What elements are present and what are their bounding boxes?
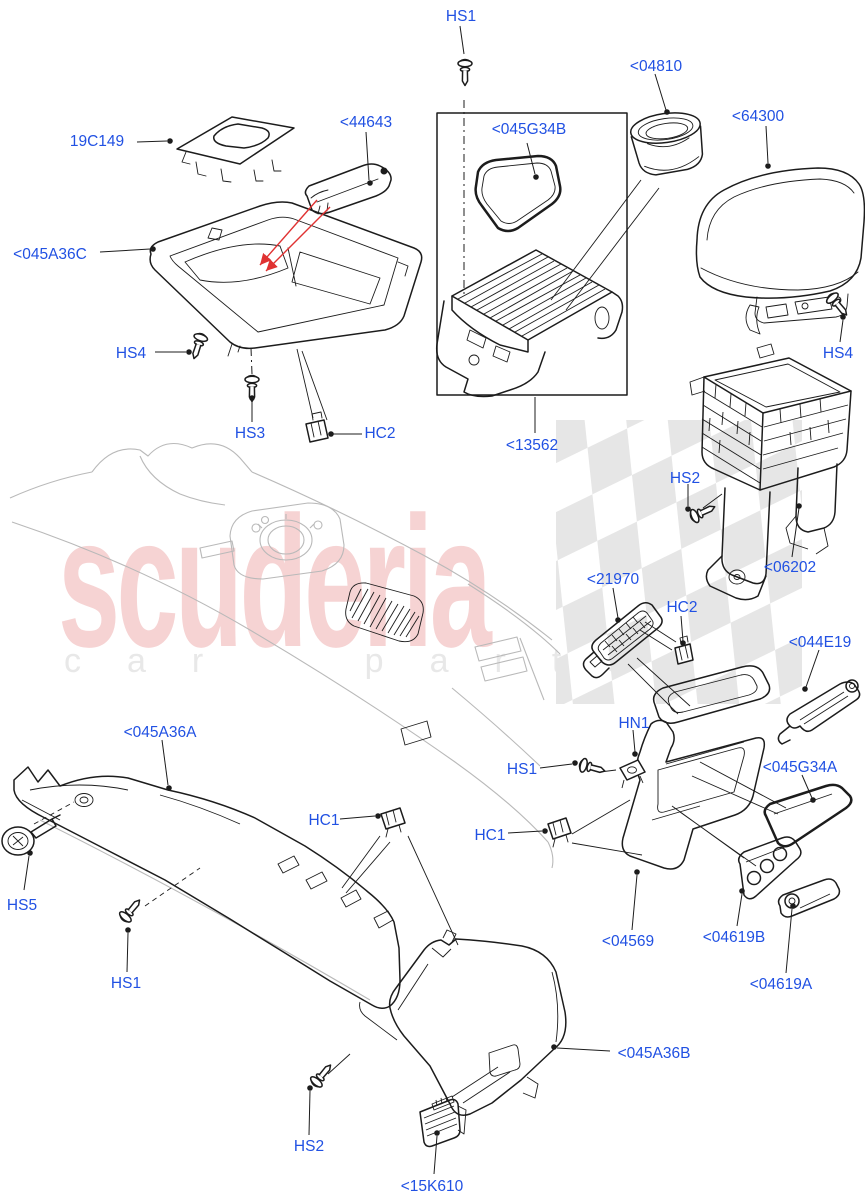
part-shifter-plate-19C149	[176, 116, 295, 183]
console-body-ghost	[9, 442, 561, 1001]
part-label-hs5[interactable]: HS5	[6, 897, 38, 914]
part-label-044e19[interactable]: <044E19	[788, 634, 852, 651]
part-label-13562[interactable]: <13562	[505, 437, 559, 454]
screw-hs1-mid	[577, 756, 608, 779]
part-label-hc1-right[interactable]: HC1	[474, 827, 506, 844]
screw-guide-hn1	[599, 769, 617, 773]
leader-lines	[23, 25, 844, 1175]
part-label-hs1-bottom[interactable]: HS1	[110, 975, 142, 992]
part-label-045a36c[interactable]: <045A36C	[13, 246, 87, 263]
part-latch-44643	[304, 163, 392, 215]
screw-hs1-bottom	[116, 894, 146, 926]
part-label-hn1[interactable]: HN1	[618, 715, 650, 732]
screw-axis-dashed	[33, 801, 201, 907]
part-label-06202[interactable]: <06202	[763, 559, 817, 576]
part-storage-bin-06202	[689, 343, 852, 601]
part-label-hs1-mid[interactable]: HS1	[506, 761, 538, 778]
screw-hs5	[1, 814, 61, 856]
clip-hc1-left	[380, 807, 406, 838]
part-label-hs2-right[interactable]: HS2	[669, 470, 701, 487]
part-label-04619a[interactable]: <04619A	[749, 976, 813, 993]
assembly-axis-hs3	[250, 347, 253, 375]
part-cup-insert-04810	[629, 112, 704, 176]
part-label-21970[interactable]: <21970	[586, 571, 640, 588]
clip-guide-lines-hc1-left	[341, 835, 459, 946]
screw-guide-lines	[327, 493, 723, 1075]
part-armrest-lid-64300	[695, 167, 865, 335]
part-label-44643[interactable]: <44643	[339, 114, 393, 131]
console-grille-hatch	[345, 582, 432, 746]
red-insertion-arrows	[259, 199, 331, 272]
part-label-hc1-left[interactable]: HC1	[308, 812, 340, 829]
screw-hs2-bottom	[307, 1059, 337, 1091]
clip-guide-lines-hc2a	[296, 348, 328, 421]
part-side-panel-045A36B	[359, 929, 567, 1116]
part-console-tray-045A36C	[149, 201, 423, 357]
part-label-04619b[interactable]: <04619B	[702, 929, 766, 946]
part-vent-15K610	[419, 1066, 511, 1148]
part-label-hs1-top[interactable]: HS1	[445, 8, 477, 25]
part-label-hs2-bottom[interactable]: HS2	[293, 1138, 325, 1155]
clip-hc1-right	[547, 817, 572, 848]
clip-hc2-b	[674, 635, 694, 665]
part-label-045g34a[interactable]: <045G34A	[762, 759, 838, 776]
part-switch-plate-04619B	[737, 836, 802, 900]
part-label-04810[interactable]: <04810	[629, 58, 683, 75]
part-label-hs3[interactable]: HS3	[234, 425, 266, 442]
part-label-04569[interactable]: <04569	[601, 933, 655, 950]
part-vent-grille-21970	[582, 602, 691, 715]
part-label-19c149[interactable]: 19C149	[69, 133, 125, 150]
part-cupholder-kit-13562	[435, 100, 660, 398]
part-label-hs4-left[interactable]: HS4	[115, 345, 147, 362]
part-label-hc2-b[interactable]: HC2	[666, 599, 698, 616]
part-side-panel-045A36A	[13, 766, 401, 1009]
part-switch-plate-04619A	[777, 878, 841, 918]
clip-hc2-a	[305, 411, 329, 443]
part-rubber-mat-045G34A	[763, 783, 853, 848]
clip-guide-lines-hc1-right	[571, 799, 643, 856]
part-label-15k610[interactable]: <15K610	[400, 1178, 464, 1195]
part-label-hc2-a[interactable]: HC2	[364, 425, 396, 442]
part-label-045a36a[interactable]: <045A36A	[123, 724, 197, 741]
screw-hs4-left	[186, 330, 210, 362]
watermark-subtitle: car parts	[64, 642, 671, 680]
part-label-045g34b[interactable]: <045G34B	[491, 121, 567, 138]
part-nut-hn1	[619, 759, 646, 789]
part-label-hs4-right[interactable]: HS4	[822, 345, 854, 362]
part-latch-handle-044E19	[777, 679, 861, 745]
screw-hs1-top	[457, 58, 473, 87]
leader-dots	[27, 109, 846, 1136]
part-label-045a36b[interactable]: <045A36B	[617, 1045, 691, 1062]
part-label-64300[interactable]: <64300	[731, 108, 785, 125]
